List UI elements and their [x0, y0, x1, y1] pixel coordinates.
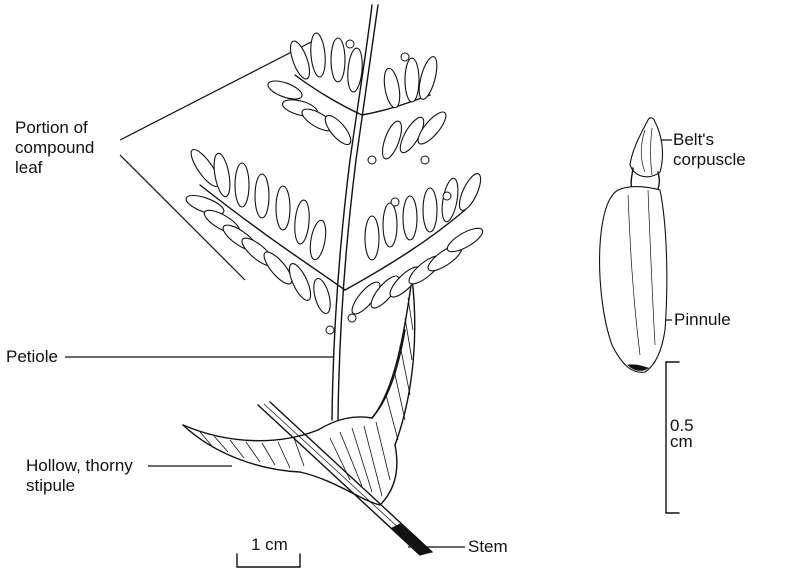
pinnule-shape — [600, 187, 667, 373]
label-petiole: Petiole — [6, 347, 58, 367]
lower-right-leaflets — [348, 171, 486, 318]
upper-left-leaflets — [266, 32, 364, 148]
stipule — [183, 278, 415, 505]
label-stem: Stem — [468, 537, 508, 557]
lower-left-leaflets — [184, 146, 334, 315]
stem — [258, 402, 432, 555]
label-scale-1cm: 1 cm — [251, 535, 288, 555]
label-pinnule: Pinnule — [674, 310, 731, 330]
label-portion-of-compound-leaf: Portion of compound leaf — [15, 118, 94, 178]
label-belts-corpuscle: Belt's corpuscle — [673, 130, 746, 170]
scale-bar-1cm — [237, 554, 300, 567]
label-hollow-thorny-stipule: Hollow, thorny stipule — [26, 456, 133, 496]
lower-pinnae — [184, 146, 486, 334]
pinnule-detail — [600, 118, 667, 372]
belts-corpuscle-shape — [630, 118, 662, 177]
label-scale-05cm: 0.5 cm — [670, 418, 694, 450]
